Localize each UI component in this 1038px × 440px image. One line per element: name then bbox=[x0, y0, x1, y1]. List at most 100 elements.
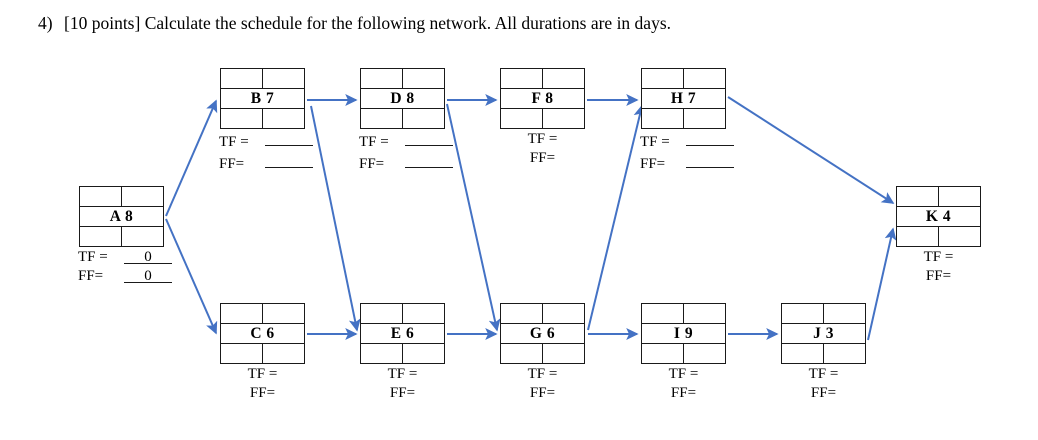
node-d[interactable]: D 8 bbox=[360, 68, 445, 129]
late-start-cell[interactable] bbox=[361, 344, 403, 363]
node-g-late-row[interactable] bbox=[501, 344, 584, 363]
node-i-early-row[interactable] bbox=[642, 304, 725, 323]
node-e-early-row[interactable] bbox=[361, 304, 444, 323]
tf-label: TF = bbox=[78, 249, 108, 265]
node-c-early-row[interactable] bbox=[221, 304, 304, 323]
tf-value[interactable]: 0 bbox=[124, 248, 172, 265]
node-c[interactable]: C 6 bbox=[220, 303, 305, 364]
ff-value[interactable] bbox=[686, 152, 734, 168]
node-b[interactable]: B 7 bbox=[220, 68, 305, 129]
ff-label: FF= bbox=[810, 385, 837, 401]
node-d-early-row[interactable] bbox=[361, 69, 444, 88]
early-start-cell[interactable] bbox=[782, 304, 824, 323]
node-g[interactable]: G 6 bbox=[500, 303, 585, 364]
early-finish-cell[interactable] bbox=[403, 69, 445, 88]
early-start-cell[interactable] bbox=[501, 69, 543, 88]
late-start-cell[interactable] bbox=[361, 109, 403, 128]
late-finish-cell[interactable] bbox=[403, 344, 445, 363]
node-a-late-row[interactable] bbox=[80, 227, 163, 246]
node-e-float-annotations: TF =FF= bbox=[360, 365, 445, 403]
early-start-cell[interactable] bbox=[897, 187, 939, 206]
late-start-cell[interactable] bbox=[80, 227, 122, 246]
late-finish-cell[interactable] bbox=[939, 227, 981, 246]
late-start-cell[interactable] bbox=[782, 344, 824, 363]
node-d-ff-line: FF= bbox=[359, 152, 453, 174]
late-start-cell[interactable] bbox=[642, 344, 684, 363]
node-g-early-row[interactable] bbox=[501, 304, 584, 323]
early-start-cell[interactable] bbox=[642, 69, 684, 88]
late-start-cell[interactable] bbox=[501, 344, 543, 363]
node-e-late-row[interactable] bbox=[361, 344, 444, 363]
late-finish-cell[interactable] bbox=[684, 109, 726, 128]
node-k-early-row[interactable] bbox=[897, 187, 980, 206]
node-d-late-row[interactable] bbox=[361, 109, 444, 128]
ff-value[interactable]: 0 bbox=[124, 267, 172, 284]
early-finish-cell[interactable] bbox=[543, 304, 585, 323]
node-c-label: C 6 bbox=[221, 323, 304, 344]
node-h[interactable]: H 7 bbox=[641, 68, 726, 129]
edge-a-c bbox=[165, 218, 218, 335]
node-f-late-row[interactable] bbox=[501, 109, 584, 128]
late-finish-cell[interactable] bbox=[543, 344, 585, 363]
late-start-cell[interactable] bbox=[221, 344, 263, 363]
late-start-cell[interactable] bbox=[642, 109, 684, 128]
question-prompt: 4)[10 points] Calculate the schedule for… bbox=[38, 12, 671, 35]
node-b-early-row[interactable] bbox=[221, 69, 304, 88]
question-number: 4) bbox=[38, 13, 53, 33]
late-finish-cell[interactable] bbox=[824, 344, 866, 363]
early-finish-cell[interactable] bbox=[122, 187, 164, 206]
node-i[interactable]: I 9 bbox=[641, 303, 726, 364]
node-b-ff-line: FF= bbox=[219, 152, 313, 174]
node-h-early-row[interactable] bbox=[642, 69, 725, 88]
early-start-cell[interactable] bbox=[361, 69, 403, 88]
late-finish-cell[interactable] bbox=[263, 344, 305, 363]
tf-value[interactable] bbox=[405, 130, 453, 146]
node-i-late-row[interactable] bbox=[642, 344, 725, 363]
node-h-late-row[interactable] bbox=[642, 109, 725, 128]
node-e-ff-line: FF= bbox=[360, 384, 445, 403]
early-start-cell[interactable] bbox=[80, 187, 122, 206]
late-finish-cell[interactable] bbox=[684, 344, 726, 363]
node-c-late-row[interactable] bbox=[221, 344, 304, 363]
early-finish-cell[interactable] bbox=[263, 304, 305, 323]
early-finish-cell[interactable] bbox=[824, 304, 866, 323]
tf-value[interactable] bbox=[686, 130, 734, 146]
node-a-early-row[interactable] bbox=[80, 187, 163, 206]
early-start-cell[interactable] bbox=[642, 304, 684, 323]
node-f[interactable]: F 8 bbox=[500, 68, 585, 129]
late-finish-cell[interactable] bbox=[122, 227, 164, 246]
ff-label: FF= bbox=[389, 385, 416, 401]
node-f-early-row[interactable] bbox=[501, 69, 584, 88]
late-start-cell[interactable] bbox=[221, 109, 263, 128]
node-j[interactable]: J 3 bbox=[781, 303, 866, 364]
early-finish-cell[interactable] bbox=[263, 69, 305, 88]
ff-value[interactable] bbox=[265, 152, 313, 168]
early-finish-cell[interactable] bbox=[684, 69, 726, 88]
late-finish-cell[interactable] bbox=[263, 109, 305, 128]
late-finish-cell[interactable] bbox=[543, 109, 585, 128]
node-e[interactable]: E 6 bbox=[360, 303, 445, 364]
tf-value[interactable] bbox=[265, 130, 313, 146]
ff-label: FF= bbox=[249, 385, 276, 401]
late-start-cell[interactable] bbox=[897, 227, 939, 246]
early-finish-cell[interactable] bbox=[939, 187, 981, 206]
late-finish-cell[interactable] bbox=[403, 109, 445, 128]
early-start-cell[interactable] bbox=[221, 69, 263, 88]
ff-value[interactable] bbox=[405, 152, 453, 168]
late-start-cell[interactable] bbox=[501, 109, 543, 128]
node-k-label: K 4 bbox=[897, 206, 980, 227]
node-a[interactable]: A 8 bbox=[79, 186, 164, 247]
early-start-cell[interactable] bbox=[221, 304, 263, 323]
node-k-late-row[interactable] bbox=[897, 227, 980, 246]
node-k[interactable]: K 4 bbox=[896, 186, 981, 247]
early-start-cell[interactable] bbox=[361, 304, 403, 323]
early-finish-cell[interactable] bbox=[403, 304, 445, 323]
node-b-late-row[interactable] bbox=[221, 109, 304, 128]
early-start-cell[interactable] bbox=[501, 304, 543, 323]
early-finish-cell[interactable] bbox=[684, 304, 726, 323]
tf-label: TF = bbox=[219, 134, 249, 150]
node-j-late-row[interactable] bbox=[782, 344, 865, 363]
node-d-label: D 8 bbox=[361, 88, 444, 109]
early-finish-cell[interactable] bbox=[543, 69, 585, 88]
node-j-early-row[interactable] bbox=[782, 304, 865, 323]
